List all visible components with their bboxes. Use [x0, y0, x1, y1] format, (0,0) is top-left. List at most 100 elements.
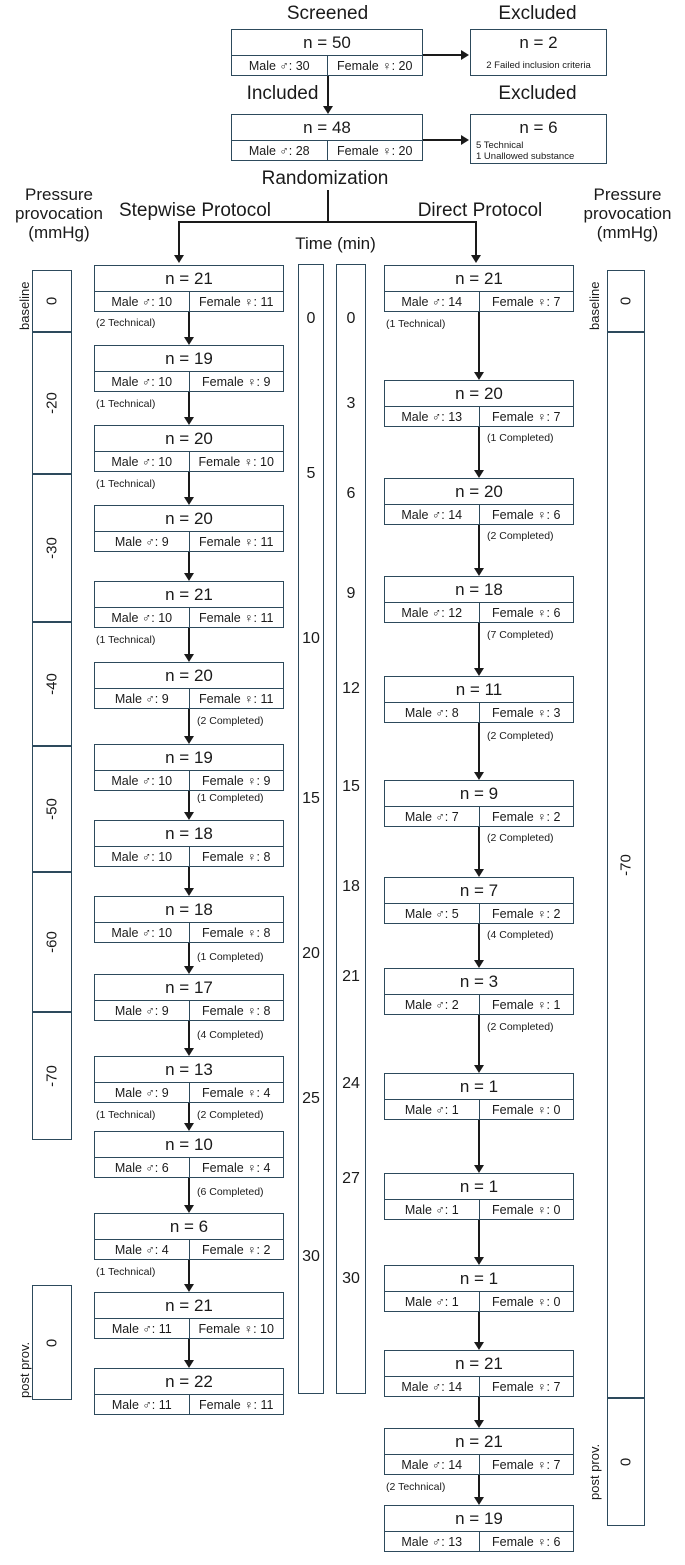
direct-connector	[478, 827, 480, 870]
direct-connector-arrowhead	[474, 372, 484, 380]
direct-connector	[478, 623, 480, 669]
direct-connector-arrowhead	[474, 568, 484, 576]
pressure-left-segment: 0	[32, 270, 72, 332]
stepwise-connector-arrowhead	[184, 812, 194, 820]
pressure-left-segment-label: 0	[43, 296, 61, 306]
direct-connector	[478, 525, 480, 569]
arrowhead-branch-stepwise	[174, 255, 184, 263]
pressure-left-segment: -50	[32, 746, 72, 872]
stepwise-connector	[188, 312, 190, 338]
direct-transition-note: (7 Completed)	[487, 629, 554, 641]
direct-connector	[478, 1220, 480, 1258]
stepwise-connector-arrowhead	[184, 573, 194, 581]
direct-transition-note: (2 Completed)	[487, 832, 554, 844]
stepwise-node-n: n = 20	[165, 508, 213, 528]
direct-connector-arrowhead	[474, 1497, 484, 1505]
stepwise-transition-note: (1 Technical)	[96, 634, 156, 646]
excluded-title-2: Excluded	[498, 83, 577, 104]
stepwise-connector-arrowhead	[184, 1360, 194, 1368]
pressure-title-left-line1: Pressure	[24, 185, 94, 204]
time-direct-tick: 21	[342, 968, 360, 985]
direct-node-male: Male ♂: 2	[404, 997, 459, 1012]
direct-connector	[478, 924, 480, 961]
direct-connector	[478, 1397, 480, 1421]
time-direct-tick: 24	[342, 1075, 360, 1092]
stepwise-connector	[188, 943, 190, 967]
stepwise-node-male: Male ♂: 10	[111, 610, 173, 625]
direct-node-n: n = 11	[455, 679, 503, 699]
stepwise-node-female: Female ♀: 10	[188, 452, 284, 471]
branch-direct	[475, 221, 477, 257]
direct-connector	[478, 1120, 480, 1166]
direct-connector-arrowhead	[474, 1165, 484, 1173]
pressure-left-segment: -20	[32, 332, 72, 474]
stepwise-node-male: Male ♂: 10	[111, 374, 173, 389]
pressure-left-segment-label: -50	[43, 798, 61, 820]
pressure-left-segment-label: -40	[43, 673, 61, 695]
time-direct-tick: 0	[346, 310, 356, 327]
direct-node-n: n = 20	[455, 481, 503, 501]
pressure-left-segment-label: -70	[43, 1065, 61, 1087]
stepwise-node-n: n = 10	[165, 1134, 213, 1154]
direct-node-male: Male ♂: 12	[401, 605, 463, 620]
stepwise-node-n: n = 21	[165, 268, 213, 288]
direct-node-female: Female ♀: 7	[478, 407, 574, 426]
direct-node-female: Female ♀: 7	[478, 1455, 574, 1474]
included-female: Female ♀: 20	[326, 141, 423, 160]
stepwise-node-female: Female ♀: 11	[188, 292, 284, 311]
randomization-stem	[327, 190, 329, 222]
direct-node-n: n = 9	[459, 783, 499, 803]
pressure-right-segment: 0	[607, 1398, 645, 1526]
stepwise-node-female: Female ♀: 8	[188, 847, 284, 866]
direct-node-female: Female ♀: 2	[478, 807, 574, 826]
branch-stepwise	[178, 221, 180, 257]
direct-node-male: Male ♂: 8	[404, 705, 459, 720]
arrow-screened-excluded1	[423, 54, 462, 56]
stepwise-node-male: Male ♂: 9	[114, 691, 169, 706]
direct-node-female: Female ♀: 0	[478, 1100, 574, 1119]
direct-node-male: Male ♂: 13	[401, 409, 463, 424]
stepwise-node-male: Male ♂: 9	[114, 1003, 169, 1018]
stepwise-node-male: Male ♂: 6	[114, 1160, 169, 1175]
direct-node-female: Female ♀: 1	[478, 995, 574, 1014]
direct-connector	[478, 723, 480, 773]
stepwise-node-female: Female ♀: 11	[188, 1395, 284, 1414]
pressure-title-left-line2: provocation	[15, 204, 103, 223]
stepwise-connector	[188, 1103, 190, 1124]
pressure-left-segment: -30	[32, 474, 72, 622]
stepwise-transition-note: (6 Completed)	[197, 1186, 264, 1198]
stepwise-connector	[188, 1339, 190, 1361]
stepwise-connector	[188, 709, 190, 737]
time-direct-tick: 12	[342, 680, 360, 697]
stepwise-connector	[188, 552, 190, 574]
direct-node-male: Male ♂: 14	[401, 294, 463, 309]
stepwise-connector	[188, 472, 190, 498]
time-stepwise-tick: 5	[306, 465, 316, 482]
direct-node-male: Male ♂: 14	[401, 1379, 463, 1394]
pressure-left-segment-label: -60	[43, 931, 61, 953]
stepwise-transition-note: (1 Completed)	[197, 951, 264, 963]
stepwise-connector	[188, 791, 190, 813]
direct-node-n: n = 1	[459, 1076, 499, 1096]
stepwise-connector	[188, 628, 190, 655]
pressure-left-segment-label: -20	[43, 392, 61, 414]
pressure-left-segment-label: -30	[43, 537, 61, 559]
direct-connector	[478, 1312, 480, 1343]
time-stepwise-tick: 0	[306, 310, 316, 327]
excluded2-reason-1: 5 Technical	[476, 140, 524, 151]
direct-node-n: n = 3	[459, 971, 499, 991]
stepwise-connector	[188, 1260, 190, 1285]
stepwise-node-n: n = 18	[165, 899, 213, 919]
direct-connector-arrowhead	[474, 470, 484, 478]
pressure-title-right-line2: provocation	[583, 204, 672, 223]
